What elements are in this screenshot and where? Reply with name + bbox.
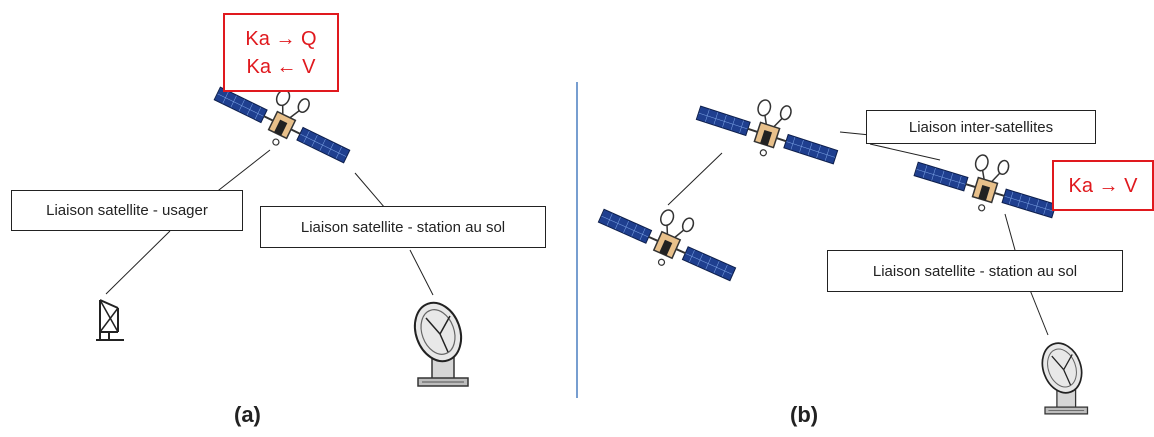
label-ground-link-a: Liaison satellite - station au sol	[260, 206, 546, 248]
satellite-icon	[593, 185, 747, 294]
panel-caption-a: (a)	[234, 402, 261, 428]
satellite-icon	[692, 80, 846, 177]
label-user-link-text: Liaison satellite - usager	[46, 202, 208, 219]
label-inter-satellite-link-text: Liaison inter-satellites	[909, 119, 1053, 136]
band-conversion-line-1: Ka → Q	[245, 25, 316, 53]
band-conversion-box-b: Ka → V	[1052, 160, 1154, 211]
label-ground-link-b: Liaison satellite - station au sol	[827, 250, 1123, 292]
link-line-ground-label-to-dish-b	[1030, 290, 1048, 335]
link-line-sat-to-ground-label	[355, 173, 385, 208]
label-ground-link-b-text: Liaison satellite - station au sol	[873, 263, 1077, 280]
link-line-ground-label-to-dish	[410, 250, 433, 295]
satellite-icon	[910, 136, 1064, 231]
band-conversion-line-2: Ka ← V	[247, 53, 316, 81]
link-line-sat3-to-ground-label	[1005, 214, 1015, 250]
band-conversion-box-a: Ka → Q Ka ← V	[223, 13, 339, 92]
ground-station-dish-icon	[1036, 338, 1089, 414]
label-inter-satellite-link: Liaison inter-satellites	[866, 110, 1096, 144]
user-terminal-antenna-icon	[96, 300, 124, 340]
link-line-sat1-to-sat2	[668, 153, 722, 205]
band-conversion-line-1-b: Ka → V	[1069, 172, 1138, 200]
label-ground-link-a-text: Liaison satellite - station au sol	[301, 219, 505, 236]
ground-station-dish-icon	[407, 296, 469, 386]
link-line-intersat-right	[870, 144, 940, 160]
label-user-link: Liaison satellite - usager	[11, 190, 243, 231]
link-line-user-label-to-terminal	[106, 231, 170, 294]
panel-caption-b: (b)	[790, 402, 818, 428]
